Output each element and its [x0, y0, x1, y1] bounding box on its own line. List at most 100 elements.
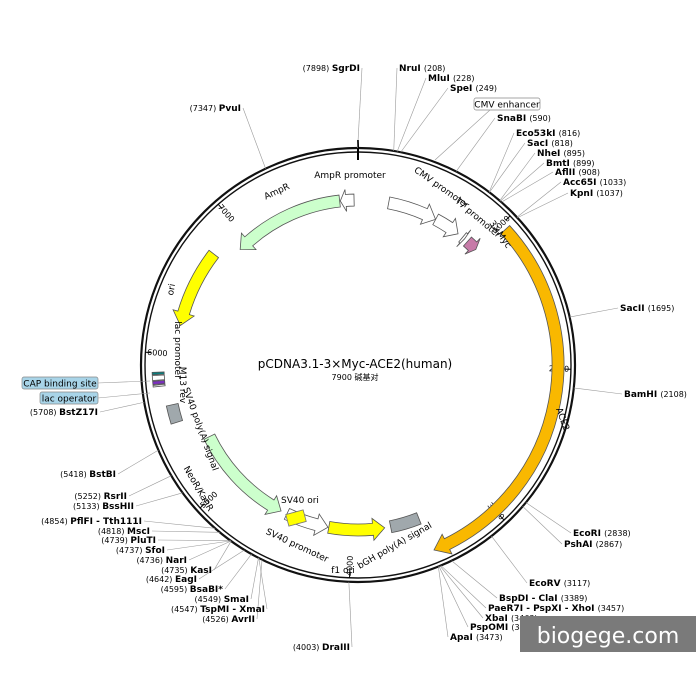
site-name: SgrDI: [332, 64, 360, 74]
site-label-30: (4736) NarI: [136, 556, 187, 566]
site-name: XbaI: [485, 614, 511, 624]
site-leader-28: [198, 549, 245, 580]
site-label-8: NheI (895): [537, 149, 585, 159]
site-label-15: EcoRI (2838): [573, 529, 631, 539]
site-label-23: (4003) DraIII: [293, 643, 350, 653]
site-position: (1033): [600, 178, 627, 187]
feature-ampr: [239, 194, 341, 251]
site-label-11: Acc65I (1033): [563, 178, 626, 188]
site-leader-14: [573, 387, 623, 395]
site-name: EcoRI: [573, 529, 604, 539]
site-leader-22: [438, 566, 449, 638]
site-label-5: SnaBI (590): [497, 114, 551, 124]
site-name: NheI: [537, 149, 564, 159]
site-label-3: MluI (228): [428, 74, 474, 84]
sv40-ori-box: [285, 509, 307, 527]
site-position: (7347): [190, 104, 219, 113]
site-leader-10: [501, 171, 554, 203]
feature-m13-rev: [152, 383, 166, 388]
feature-cap-site: [151, 371, 165, 376]
site-label-28: (4642) EagI: [146, 575, 197, 585]
site-position: (7898): [303, 64, 332, 73]
site-position: (4818): [98, 527, 127, 536]
feature-label-m13-rev: M13 rev: [177, 367, 187, 404]
site-name: BstZ17I: [59, 408, 98, 418]
site-name: DraIII: [322, 643, 350, 653]
site-name: PflFI - Tth111I: [70, 517, 142, 527]
site-position: (4737): [116, 546, 145, 555]
site-position: (3473): [476, 633, 503, 642]
site-leader-1: [242, 107, 266, 169]
watermark: biogege.com: [520, 616, 696, 652]
cmv-enhancer-label-box: [473, 97, 541, 111]
site-name: PluTI: [130, 536, 156, 546]
site-name: TspMI - XmaI: [200, 605, 265, 615]
site-name: BsaBI*: [190, 585, 223, 595]
site-position: (3457): [598, 604, 625, 613]
site-position: (4735): [161, 566, 190, 575]
site-label-18: BspDI - ClaI (3389): [499, 594, 587, 604]
site-leader-36: [128, 475, 172, 497]
site-leader-32: [157, 539, 231, 541]
feature-sv40-polya: [165, 403, 184, 425]
cmv-enhancer-leader: [434, 109, 491, 161]
feature-t7-promoter: [456, 229, 472, 248]
site-label-16: PshAI (2867): [564, 540, 622, 550]
site-label-1: (7347) PvuI: [190, 104, 241, 114]
site-name: SfoI: [145, 546, 165, 556]
site-position: (2838): [604, 529, 631, 538]
tick-mark-5000: [199, 503, 205, 509]
site-label-31: (4737) SfoI: [116, 546, 165, 556]
site-leader-20: [439, 565, 484, 619]
site-label-37: (5418) BstBI: [60, 470, 116, 480]
sv40-ori-label: SV40 ori: [281, 496, 319, 506]
site-name: SnaBI: [497, 114, 529, 124]
site-name: KasI: [190, 566, 212, 576]
site-name: BspDI - ClaI: [499, 594, 561, 604]
feature-label-ampr: AmpR: [263, 182, 292, 202]
site-leader-5: [455, 117, 496, 172]
site-position: (899): [573, 159, 595, 168]
site-leader-13: [569, 307, 619, 318]
site-position: (5252): [74, 492, 103, 501]
site-label-13: SacII (1695): [620, 304, 674, 314]
site-position: (208): [424, 64, 446, 73]
site-leader-27: [224, 553, 252, 590]
feature-cmv-promoter: [432, 213, 459, 238]
site-leader-0: [357, 67, 363, 149]
site-leader-17: [491, 535, 528, 584]
lac-operator-label-text: lac operator: [42, 395, 97, 405]
site-name: SmaI: [224, 595, 249, 605]
feature-label-ampr-promoter: AmpR promoter: [314, 171, 386, 181]
site-name: SpeI: [450, 84, 476, 94]
site-position: (5708): [30, 408, 59, 417]
site-label-27: (4595) BsaBI*: [161, 585, 224, 595]
feature-label-sv40-promoter: SV40 promoter: [264, 527, 330, 565]
site-name: PaeR7I - PspXI - XhoI: [488, 604, 598, 614]
site-name: EcoRV: [529, 579, 564, 589]
tick-label-4000: 4000: [345, 555, 355, 576]
backbone-layer: [139, 140, 577, 584]
feature-cmv-enhancer: [387, 196, 437, 225]
site-name: ApaI: [450, 633, 476, 643]
lac-operator-leader: [97, 392, 151, 399]
site-leader-6: [488, 132, 515, 193]
site-label-19: PaeR7I - PspXI - XhoI (3457): [488, 604, 624, 614]
watermark-bg: [520, 616, 696, 652]
site-label-35: (5133) BssHII: [73, 502, 134, 512]
site-position: (895): [564, 149, 586, 158]
site-position: (2867): [596, 540, 623, 549]
site-position: (4003): [293, 643, 322, 652]
site-label-14: BamHI (2108): [624, 390, 687, 400]
site-leader-38: [99, 401, 145, 413]
site-label-25: (4547) TspMI - XmaI: [171, 605, 265, 615]
site-label-33: (4818) MscI: [98, 527, 150, 537]
site-leader-11: [516, 181, 562, 218]
feature-lac-promoter: [151, 374, 165, 381]
site-name: MscI: [127, 527, 150, 537]
site-label-29: (4735) KasI: [161, 566, 212, 576]
site-leader-16: [522, 506, 563, 545]
site-leader-26: [250, 557, 259, 600]
site-leader-8: [499, 152, 536, 201]
